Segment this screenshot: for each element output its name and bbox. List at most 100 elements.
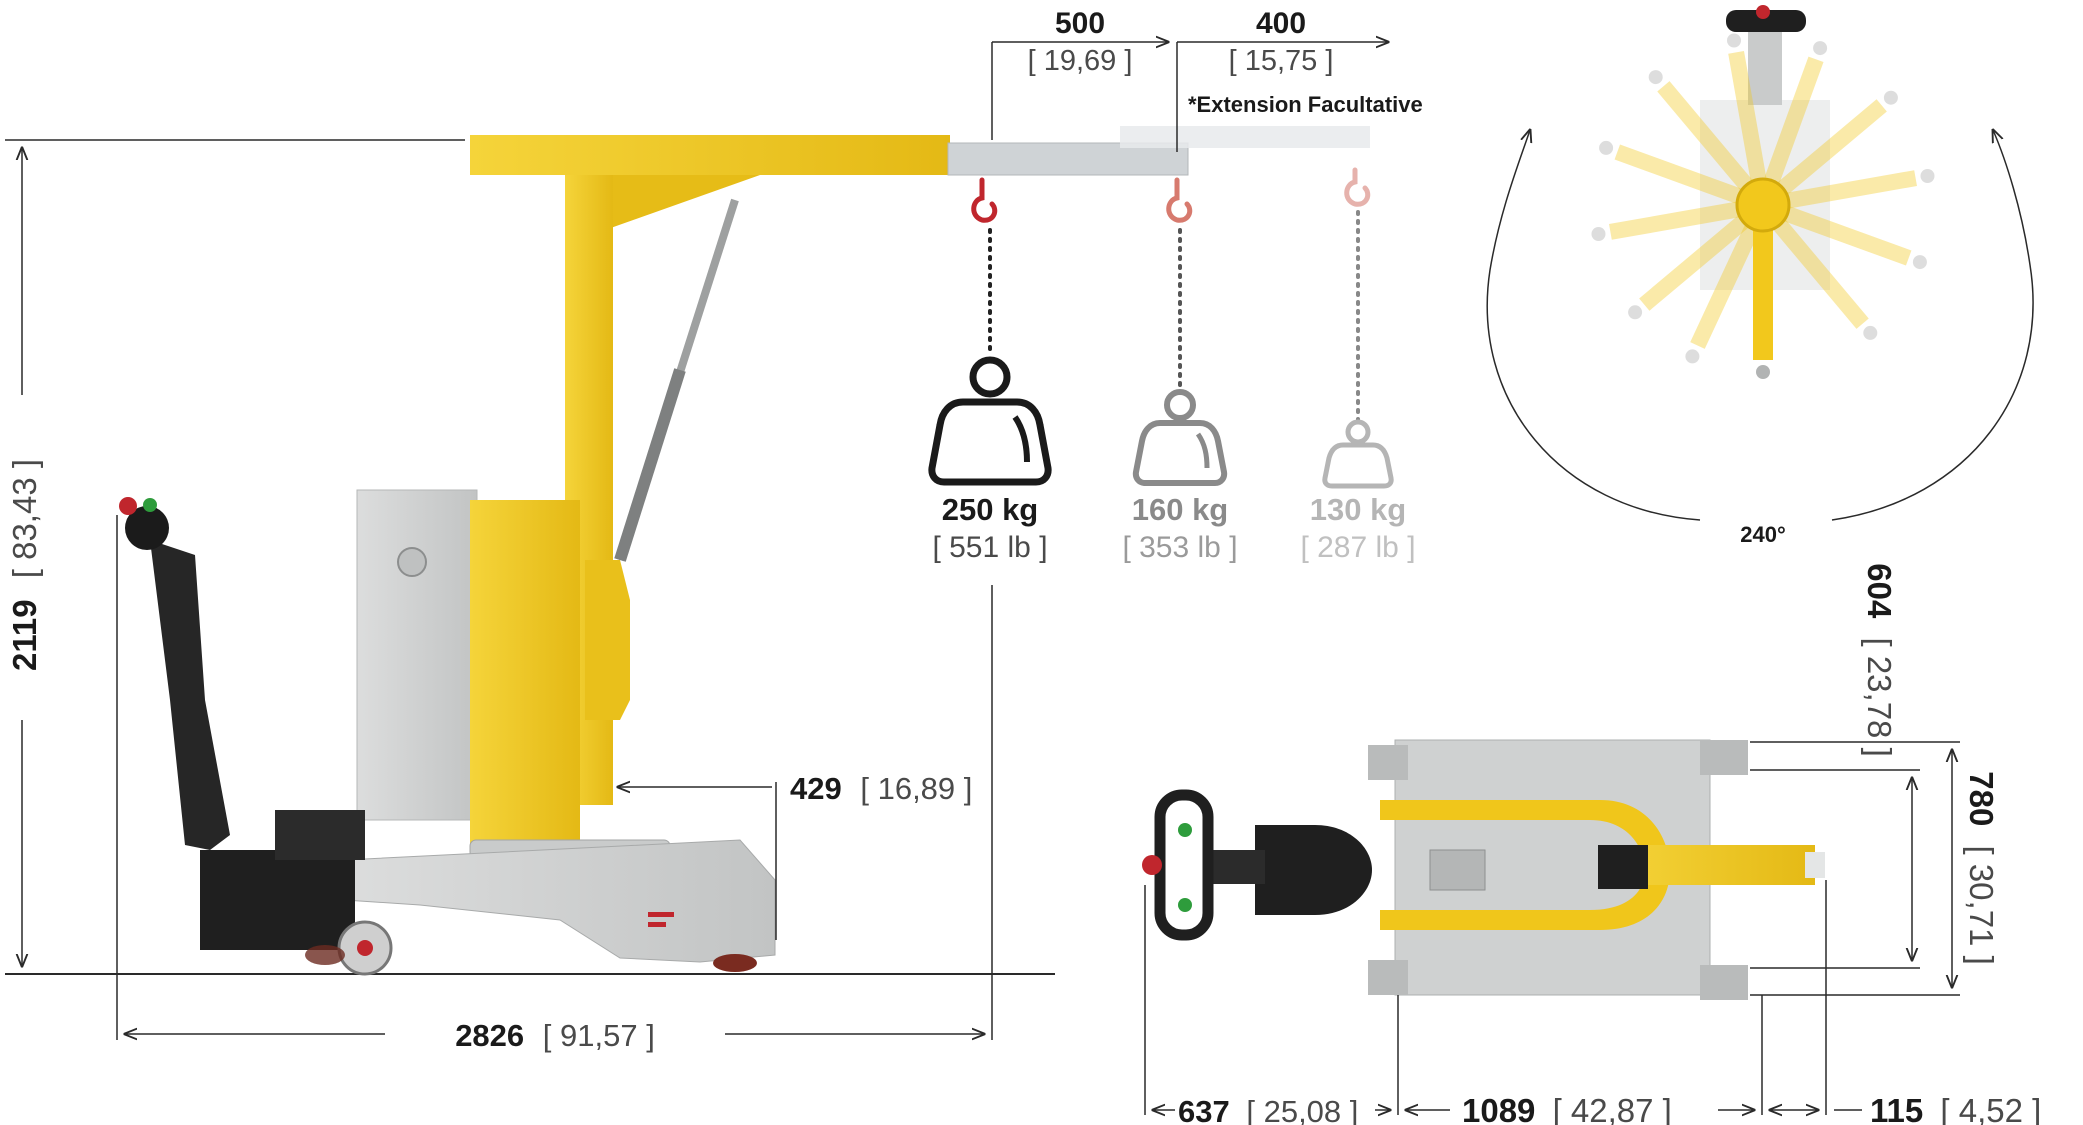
top-view-dimensions: 637 [ 25,08 ] 1089 [ 42,87 ] 115 [ 4,52 …: [1144, 563, 2041, 1125]
chassis: [344, 839, 776, 963]
rotation-arrow-icon: [1486, 130, 1701, 521]
side-view-dimensions: 2119 [ 83,43 ] 2826 [ 91,57 ] 429 [ 16,8…: [5, 7, 1423, 1053]
body-housing-yellow: [470, 500, 580, 855]
hydraulic-cylinder-body: [614, 368, 686, 562]
top-foot: [1700, 965, 1748, 1000]
svg-text:1089 [ 42,87 ]: 1089 [ 42,87 ]: [1462, 1092, 1672, 1125]
top-view: [1142, 739, 1825, 1000]
top-tiller-handle: [1154, 789, 1214, 941]
dim-637-imperial: [ 25,08 ]: [1246, 1094, 1358, 1125]
boom-extension: [947, 142, 1189, 176]
housing-knob: [397, 547, 427, 577]
dim-height-imperial: [ 83,43 ]: [6, 459, 43, 578]
dim-604-imperial: [ 23,78 ]: [1861, 637, 1898, 756]
top-green-grip: [1178, 898, 1192, 912]
emergency-stop-button: [119, 497, 137, 515]
top-estop: [1142, 855, 1162, 875]
dim-mast-offset-value: 429: [790, 771, 842, 806]
chassis-logo: [648, 912, 674, 917]
hook-icon: [1166, 177, 1193, 223]
top-boom-end: [1805, 852, 1825, 878]
top-green-grip: [1178, 823, 1192, 837]
svg-text:429 [ 16,89 ]: 429 [ 16,89 ]: [790, 771, 972, 806]
rotation-angle: 240°: [1740, 522, 1786, 547]
svg-text:2119 [ 83,43 ]: 2119 [ 83,43 ]: [6, 459, 43, 671]
dim-extension-1-imperial: [ 19,69 ]: [1028, 45, 1133, 77]
rotation-boom-tip: [1912, 255, 1927, 270]
dim-extension-2-imperial: [ 15,75 ]: [1229, 45, 1334, 77]
boom-arm: [470, 135, 950, 175]
rotation-boom-tip: [1756, 365, 1770, 379]
rotation-boom-tip: [1685, 349, 1700, 364]
top-mast-block: [1598, 845, 1648, 889]
rotation-boom-tip: [1628, 305, 1643, 320]
dim-604-value: 604: [1861, 563, 1898, 619]
svg-text:2826 [ 91,57 ]: 2826 [ 91,57 ]: [455, 1018, 655, 1053]
rotation-boom-tip: [1813, 41, 1828, 56]
rotation-estop: [1756, 5, 1770, 19]
tiller-arm: [150, 540, 230, 850]
top-foot: [1700, 740, 1748, 775]
tiller-head: [125, 506, 169, 550]
castor-wheel-hub: [357, 940, 373, 956]
rotation-tiller-handle: [1726, 10, 1806, 32]
extension-note: *Extension Facultative: [1188, 92, 1423, 117]
mast-lower-plate: [585, 560, 630, 720]
rotation-hub: [1735, 177, 1791, 233]
weight-icon: [1132, 389, 1228, 486]
rotation-boom-tip: [1883, 90, 1898, 105]
dim-115-imperial: [ 4,52 ]: [1940, 1092, 2041, 1125]
drive-unit-top: [275, 810, 365, 860]
hook-icon: [971, 177, 998, 223]
rotation-boom-tip: [1599, 140, 1614, 155]
load-3-kg: 130 kg: [1310, 492, 1407, 527]
top-foot: [1368, 745, 1408, 780]
load-2-lb: [ 353 lb ]: [1122, 531, 1237, 564]
wheel: [305, 945, 345, 965]
dim-height-value: 2119: [6, 599, 43, 671]
dim-length-imperial: [ 91,57 ]: [543, 1018, 655, 1053]
dim-extension-1-value: 500: [1055, 7, 1105, 40]
top-yellow-frame: [1380, 800, 1670, 930]
wheel: [713, 954, 757, 972]
body-housing-grey: [356, 489, 478, 821]
rotation-boom-tip: [1727, 33, 1741, 48]
load-1-lb: [ 551 lb ]: [932, 531, 1047, 564]
dim-1089-value: 1089: [1462, 1092, 1535, 1125]
rotation-arrow-icon: [1472, 125, 1635, 531]
dim-637-value: 637: [1178, 1094, 1230, 1125]
rotation-boom-tip: [1648, 70, 1663, 85]
top-drive-unit: [1255, 825, 1372, 915]
top-tiller-arm: [1205, 850, 1265, 884]
rotation-view: 240°: [1472, 5, 2034, 547]
boom-extension-optional: [1120, 126, 1370, 148]
tiller-grip: [143, 498, 157, 512]
side-view: [5, 126, 1371, 976]
weight-icon: [1322, 419, 1394, 489]
svg-text:604 [ 23,78 ]: 604 [ 23,78 ]: [1861, 563, 1898, 757]
rotation-arrow-icon: [1831, 130, 2034, 521]
top-center-plate: [1429, 849, 1486, 891]
rotation-boom-tip: [1591, 227, 1606, 241]
dim-length-value: 2826: [455, 1018, 524, 1053]
dim-extension-2-value: 400: [1256, 7, 1306, 40]
drive-unit: [200, 850, 355, 950]
dim-1089-imperial: [ 42,87 ]: [1553, 1092, 1672, 1125]
load-2-kg: 160 kg: [1132, 492, 1229, 527]
chassis-logo: [648, 922, 666, 927]
dim-780-value: 780: [1963, 771, 2000, 826]
weight-icon: [928, 356, 1052, 486]
svg-text:637 [ 25,08 ]: 637 [ 25,08 ]: [1178, 1094, 1358, 1125]
top-foot: [1368, 960, 1408, 995]
hook-icon: [1344, 167, 1371, 207]
rotation-tiller: [1748, 30, 1782, 105]
rotation-boom-tip: [1863, 325, 1878, 340]
boom-gusset: [575, 175, 760, 230]
svg-text:780 [ 30,71 ]: 780 [ 30,71 ]: [1963, 771, 2000, 965]
rotation-boom-tip: [1920, 169, 1935, 183]
dim-mast-offset-imperial: [ 16,89 ]: [860, 771, 972, 806]
load-capacities: 250 kg [ 551 lb ] 160 kg [ 353 lb ] 130 …: [928, 356, 1416, 564]
load-1-kg: 250 kg: [942, 492, 1039, 527]
dim-780-imperial: [ 30,71 ]: [1963, 845, 2000, 964]
